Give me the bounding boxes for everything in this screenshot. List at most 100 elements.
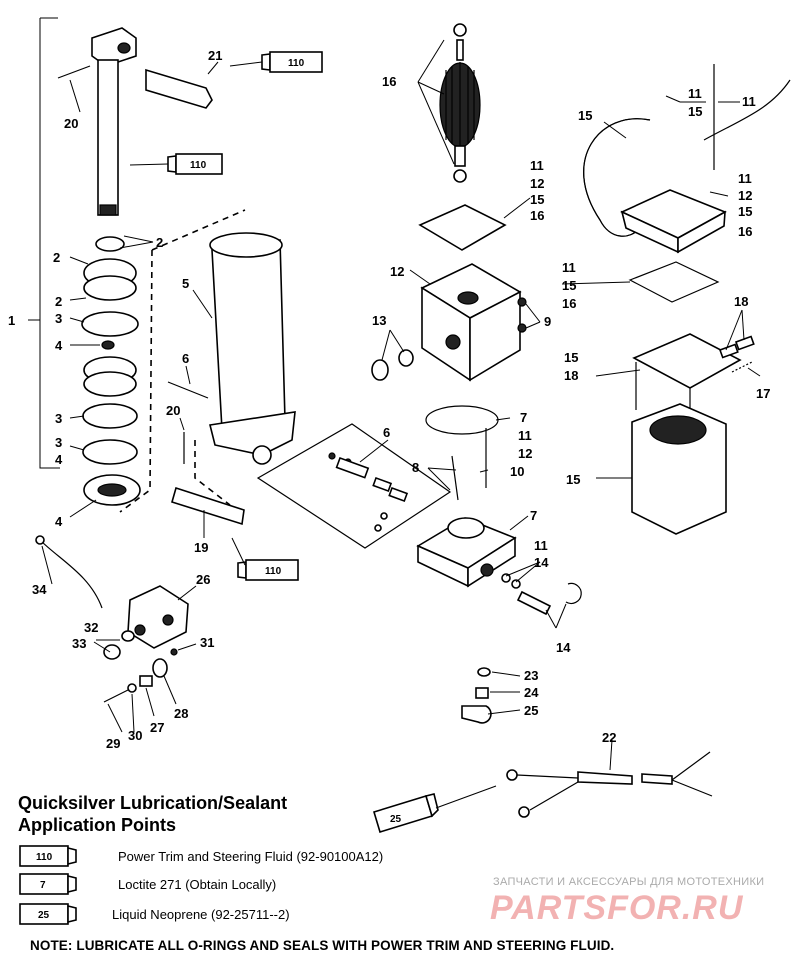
callout: 7 (530, 508, 537, 523)
callout: 10 (510, 464, 524, 479)
legend-tube-110-icon: 110 (19, 845, 77, 867)
callout: 5 (182, 276, 189, 291)
callout: 20 (64, 116, 78, 131)
callout: 3 (55, 435, 62, 450)
callout: 31 (200, 635, 214, 650)
legend-code: 25 (38, 910, 50, 921)
callout: 3 (55, 411, 62, 426)
callout: 16 (738, 224, 752, 239)
callout-numbers: 1 2 2 2 3 3 3 4 4 4 5 6 6 20 20 21 19 16… (8, 48, 770, 751)
legend-tube-25-icon: 25 (19, 903, 77, 925)
callout: 11 (562, 260, 576, 275)
callout: 9 (544, 314, 551, 329)
callout: 15 (566, 472, 580, 487)
callout: 11 (530, 158, 544, 173)
legend-row-7: Loctite 271 (Obtain Locally) (100, 874, 276, 894)
callout: 14 (534, 555, 549, 570)
callout: 8 (412, 460, 419, 475)
callout: 27 (150, 720, 164, 735)
leader-lines (41, 39, 761, 809)
callout: 24 (524, 685, 539, 700)
motor-armature (439, 23, 481, 183)
callout: 11 (742, 94, 756, 109)
callout: 1 (8, 313, 15, 328)
legend-title-line2: Application Points (18, 815, 177, 835)
pump-assembly (371, 204, 582, 724)
callout: 11 (738, 171, 752, 186)
electric-motor (583, 64, 791, 535)
callout: 33 (72, 636, 86, 651)
callout: 15 (530, 192, 544, 207)
legend-text: Liquid Neoprene (92-25711--2) (112, 906, 290, 922)
tube-label: 110 (190, 160, 207, 171)
callout: 29 (106, 736, 120, 751)
callout: 23 (524, 668, 538, 683)
callout: 15 (562, 278, 576, 293)
callout: 11 (518, 428, 532, 443)
callout: 30 (128, 728, 142, 743)
callout: 15 (688, 104, 702, 119)
callout: 6 (182, 351, 189, 366)
callout: 13 (372, 313, 386, 328)
legend-text: Loctite 271 (Obtain Locally) (118, 876, 277, 892)
callout: 32 (84, 620, 98, 635)
lube-tube-110-b: 110 (167, 153, 223, 175)
callout: 4 (55, 514, 63, 529)
callout: 3 (55, 311, 62, 326)
trim-cylinder (167, 232, 296, 526)
callout: 16 (562, 296, 576, 311)
legend-row-110: Power Trim and Steering Fluid (92-90100A… (100, 846, 383, 866)
callout: 26 (196, 572, 210, 587)
watermark-brand: PARTSFOR.RU (490, 889, 744, 927)
callout: 21 (208, 48, 222, 63)
trim-ram-assembly (28, 17, 246, 513)
callout: 15 (564, 350, 578, 365)
callout: 11 (688, 86, 702, 101)
lube-tube-110-a: 110 (261, 51, 323, 73)
callout: 12 (518, 446, 532, 461)
callout: 19 (194, 540, 208, 555)
callout: 2 (156, 235, 163, 250)
callout: 12 (530, 176, 544, 191)
legend-code: 7 (40, 880, 46, 891)
callout: 7 (520, 410, 527, 425)
callout: 15 (578, 108, 592, 123)
callout: 16 (382, 74, 396, 89)
callout: 25 (524, 703, 538, 718)
lube-tube-110-c: 110 (237, 559, 299, 581)
callout: 4 (55, 452, 63, 467)
callout: 28 (174, 706, 188, 721)
watermark-subtitle: ЗАПЧАСТИ И АКСЕССУАРЫ ДЛЯ МОТОТЕХНИКИ (493, 876, 765, 888)
lube-tube-25: 25 (373, 793, 439, 834)
callout: 2 (53, 250, 60, 265)
callout: 12 (390, 264, 404, 279)
callout: 18 (564, 368, 578, 383)
callout: 16 (530, 208, 544, 223)
callout: 14 (556, 640, 571, 655)
legend-code: 110 (36, 852, 53, 863)
tube-label: 110 (265, 566, 282, 577)
callout: 15 (738, 204, 752, 219)
callout: 6 (383, 425, 390, 440)
wire-harness (506, 751, 713, 818)
tube-label: 25 (390, 814, 402, 825)
legend-row-25: Liquid Neoprene (92-25711--2) (94, 904, 290, 924)
tube-label: 110 (288, 58, 305, 69)
callout: 11 (534, 538, 548, 553)
callout: 12 (738, 188, 752, 203)
callout: 2 (55, 294, 62, 309)
callout: 18 (734, 294, 748, 309)
callout: 34 (32, 582, 47, 597)
callout: 22 (602, 730, 616, 745)
callout: 20 (166, 403, 180, 418)
legend-text: Power Trim and Steering Fluid (92-90100A… (118, 848, 384, 864)
legend-title-line1: Quicksilver Lubrication/Sealant (18, 793, 288, 813)
lubrication-note: NOTE: LUBRICATE ALL O-RINGS AND SEALS WI… (30, 938, 615, 953)
valve-kit (256, 423, 452, 549)
switch-assembly (35, 535, 189, 703)
legend-tube-7-icon: 7 (19, 873, 77, 895)
callout: 17 (756, 386, 770, 401)
callout: 4 (55, 338, 63, 353)
lubrication-legend: Quicksilver Lubrication/Sealant Applicat… (18, 792, 478, 922)
